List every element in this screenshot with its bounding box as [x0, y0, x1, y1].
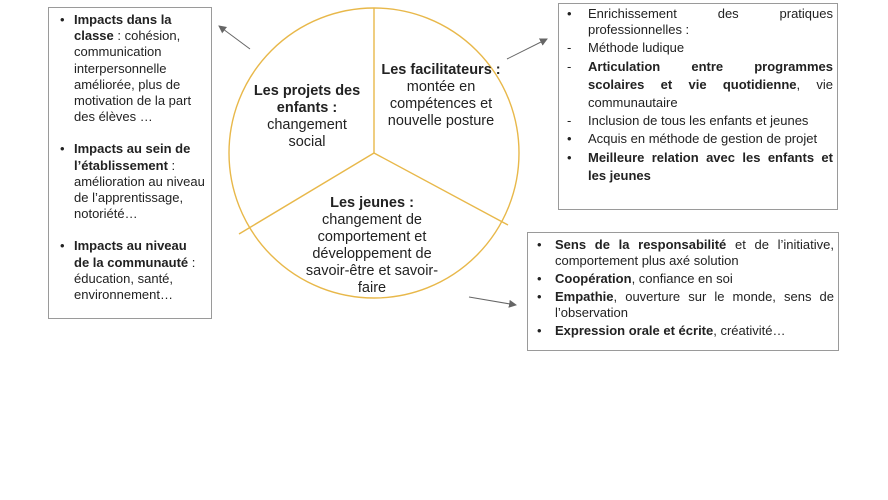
list-item: • Impacts au niveau de la communauté : éd… — [55, 238, 205, 303]
item-bold: Articulation entre programmes scolaires … — [588, 58, 833, 92]
bullet-icon: • — [537, 322, 542, 338]
segment-jeunes-body: changement de comportement et développem… — [305, 212, 439, 296]
list-item: • Expression orale et écrite, créativité… — [532, 323, 834, 339]
item-text: , vie communautaire — [588, 76, 834, 110]
bullet-icon: • — [567, 130, 572, 146]
item-bold: Sens de la responsabilité — [555, 237, 727, 252]
box-impacts-projets: • Impacts dans la classe : cohésion, comm… — [48, 7, 212, 319]
item-text: : éducation, santé, environnement… — [74, 254, 196, 303]
bullet-icon: • — [60, 12, 65, 27]
bullet-icon: • — [60, 141, 65, 157]
item-bold: Coopération — [555, 270, 632, 286]
bullet-icon: • — [537, 237, 542, 252]
item-bold: Impacts au niveau de la communauté — [74, 238, 189, 270]
dash-icon: - — [567, 39, 572, 55]
segment-facilitateurs: Les facilitateurs : montée en compétence… — [378, 62, 504, 130]
divider-left — [238, 152, 375, 235]
item-bold: Expression orale et écrite — [555, 322, 714, 338]
list-item: • Coopération, confiance en soi — [532, 271, 834, 287]
segment-projets-enfants-body: changement social — [267, 117, 347, 150]
box-jeunes: • Sens de la responsabilité et de l’initi… — [527, 232, 839, 351]
list-item: • Empathie, ouverture sur le monde, sens … — [532, 289, 834, 321]
list-item: • Impacts dans la classe : cohésion, comm… — [55, 12, 205, 125]
bullet-icon: • — [537, 288, 542, 304]
list-item: • Impacts au sein de l’établissement : am… — [55, 141, 205, 222]
list-item: -Inclusion de tous les enfants et jeunes — [563, 113, 833, 129]
item-bold: Impacts dans la classe — [74, 12, 172, 44]
bullet-icon: • — [567, 149, 572, 165]
bullet-icon: • — [537, 270, 542, 286]
list-item: • Enrichissement des pratiques profession… — [563, 6, 833, 38]
list-item: -Articulation entre programmes scolaires… — [563, 58, 833, 112]
list-item: • Acquis en méthode de gestion de projet — [563, 131, 833, 147]
item-text: , ouverture sur le monde, sens de l’obse… — [555, 288, 834, 320]
dash-icon: - — [567, 58, 572, 74]
item-text: : cohésion, communication interpersonnel… — [74, 28, 192, 125]
bullet-icon: • — [567, 6, 572, 21]
arrow-to-bottom-right-box — [468, 296, 517, 308]
bullet-icon: • — [60, 238, 65, 254]
item-text: Enrichissement des pratiques professionn… — [588, 6, 833, 38]
item-bold: Meilleure relation avec les enfants et l… — [588, 149, 833, 183]
segment-projets-enfants: Les projets des enfants : changement soc… — [248, 83, 366, 151]
segment-projets-enfants-title: Les projets des enfants : — [253, 83, 361, 116]
box-facilitateurs: • Enrichissement des pratiques profession… — [558, 3, 838, 210]
item-bold: Empathie — [555, 288, 614, 304]
item-text: : amélioration au niveau de l’apprentiss… — [74, 157, 205, 222]
arrow-to-left-box — [218, 25, 251, 50]
list-item: -Méthode ludique — [563, 40, 833, 56]
list-item: • Sens de la responsabilité et de l’initi… — [532, 237, 834, 269]
segment-jeunes-title: Les jeunes : — [330, 195, 414, 211]
item-bold: Impacts au sein de l’établissement — [74, 141, 191, 173]
item-text: , confiance en soi — [631, 270, 733, 286]
segment-jeunes: Les jeunes : changement de comportement … — [300, 195, 444, 297]
item-text: et de l’initiative, comportement plus ax… — [555, 237, 834, 269]
item-text: Méthode ludique — [588, 39, 685, 55]
item-text: , créativité… — [713, 322, 786, 338]
item-text: Acquis en méthode de gestion de projet — [588, 130, 818, 146]
list-item: • Meilleure relation avec les enfants et … — [563, 149, 833, 185]
segment-facilitateurs-title: Les facilitateurs : — [381, 62, 501, 78]
divider-right — [373, 152, 509, 226]
segment-facilitateurs-body: montée en compétences et nouvelle postur… — [387, 79, 495, 129]
dash-icon: - — [567, 113, 572, 129]
arrow-to-top-right-box — [506, 38, 548, 60]
item-text: Inclusion de tous les enfants et jeunes — [588, 113, 809, 129]
